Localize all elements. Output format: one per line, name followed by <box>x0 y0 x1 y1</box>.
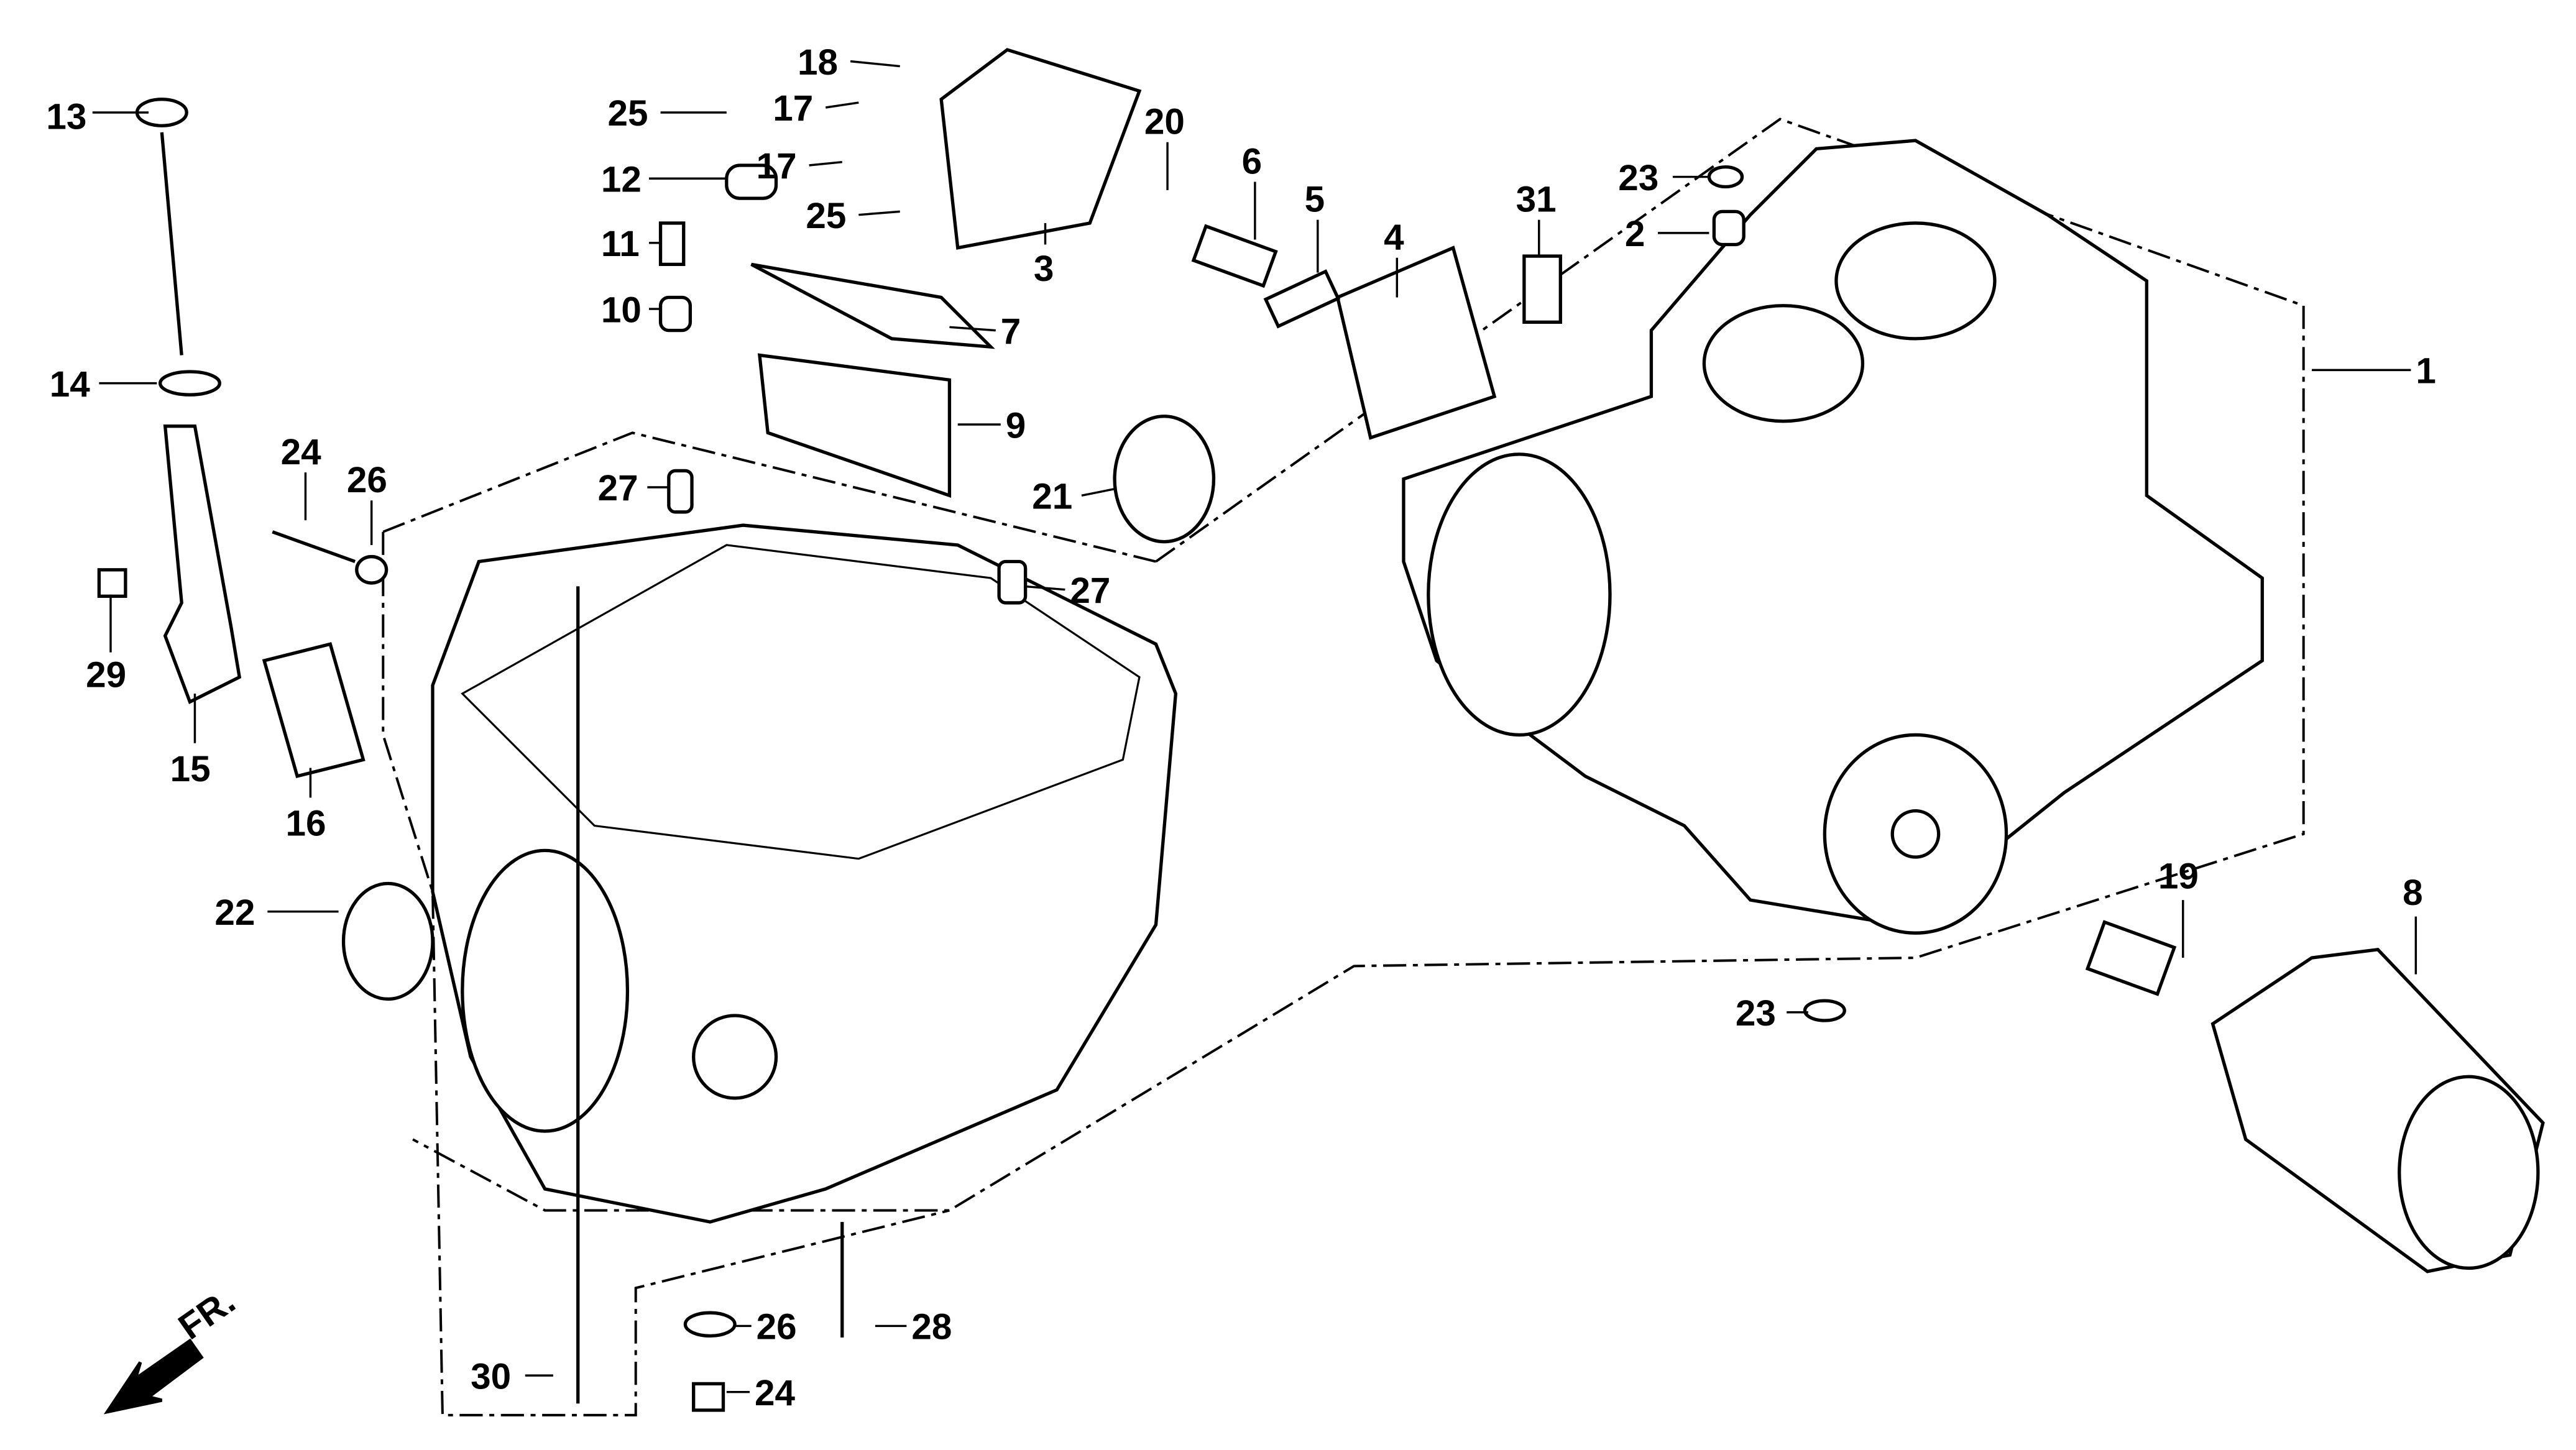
callout-label-31: 31 <box>1516 179 1557 219</box>
callout-label-2: 2 <box>1625 214 1645 254</box>
crankcase-lower <box>431 523 1178 1224</box>
callout-label-24: 24 <box>755 1373 796 1413</box>
callout-label-26: 26 <box>347 460 387 500</box>
callout-label-25: 25 <box>608 93 648 134</box>
callout-label-27: 27 <box>1070 571 1110 611</box>
callout-label-29: 29 <box>86 654 126 695</box>
small-parts <box>97 48 2177 1412</box>
callout-label-9: 9 <box>1006 405 1026 446</box>
callout-leader-line <box>809 160 842 167</box>
callout-label-4: 4 <box>1384 217 1404 257</box>
callout-label-30: 30 <box>471 1356 511 1397</box>
oil-filter <box>2210 947 2545 1273</box>
callout-label-12: 12 <box>601 159 642 200</box>
callout-leader-line <box>825 101 859 109</box>
callout-label-6: 6 <box>1242 141 1263 181</box>
callout-label-10: 10 <box>601 290 642 330</box>
front-direction-arrow: FR. <box>103 1281 242 1415</box>
callout-label-25: 25 <box>806 196 846 236</box>
callout-label-21: 21 <box>1032 477 1072 517</box>
boundary-left-assembly <box>382 431 1156 563</box>
callout-leader-line <box>850 60 900 68</box>
callout-label-13: 13 <box>46 97 86 137</box>
callout-label-14: 14 <box>50 364 91 405</box>
callout-label-8: 8 <box>2403 873 2423 913</box>
callout-label-22: 22 <box>214 892 255 933</box>
callout-label-27: 27 <box>598 468 638 508</box>
callout-label-18: 18 <box>798 42 838 83</box>
callout-label-23: 23 <box>1618 158 1658 198</box>
callout-label-3: 3 <box>1034 249 1054 289</box>
callout-label-17: 17 <box>773 88 813 129</box>
callout-label-28: 28 <box>911 1307 952 1347</box>
callout-leader-line <box>1023 585 1065 591</box>
callout-label-19: 19 <box>2158 856 2199 896</box>
callout-label-15: 15 <box>170 749 211 789</box>
cylinder-block <box>1402 139 2264 935</box>
boundary-bottom <box>382 531 950 1416</box>
callout-label-17: 17 <box>757 146 797 186</box>
callout-label-23: 23 <box>1736 993 1776 1034</box>
callout-label-11: 11 <box>601 224 640 264</box>
callout-label-20: 20 <box>1144 102 1185 142</box>
callout-label-24: 24 <box>281 432 322 472</box>
callout-leader-line <box>1081 487 1115 497</box>
callout-label-7: 7 <box>1001 311 1021 352</box>
callout-leader-line <box>858 210 900 216</box>
callout-label-5: 5 <box>1305 179 1325 219</box>
callout-label-16: 16 <box>286 803 326 843</box>
callout-leader-line <box>949 326 996 332</box>
front-direction-label: FR. <box>172 1281 242 1347</box>
callout-label-1: 1 <box>2416 351 2436 392</box>
callout-label-26: 26 <box>757 1307 797 1347</box>
